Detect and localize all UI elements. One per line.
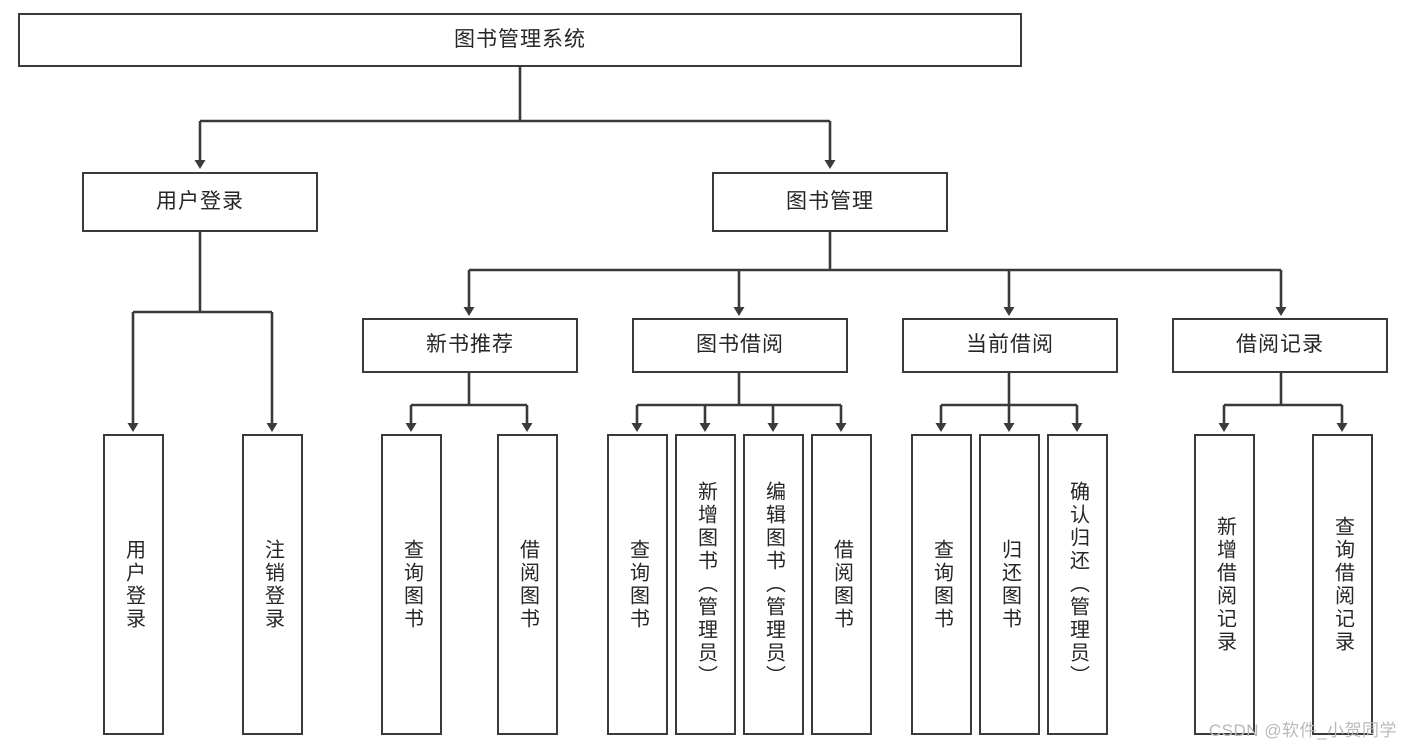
node-leaf-edit-book[interactable]: 编辑图书（管理员）	[743, 434, 804, 735]
node-leaf-user-logout[interactable]: 注销登录	[242, 434, 303, 735]
node-book-borrow-label: 图书借阅	[696, 333, 784, 357]
node-leaf-query-book-3[interactable]: 查询图书	[911, 434, 972, 735]
node-book-manage[interactable]: 图书管理	[712, 172, 948, 232]
node-leaf-borrow-book-1-label: 借阅图书	[516, 538, 539, 631]
node-leaf-add-book-label: 新增图书（管理员）	[694, 481, 717, 688]
node-leaf-query-book-2[interactable]: 查询图书	[607, 434, 668, 735]
node-current-borrow[interactable]: 当前借阅	[902, 318, 1118, 373]
node-leaf-add-book[interactable]: 新增图书（管理员）	[675, 434, 736, 735]
node-new-book-rec-label: 新书推荐	[426, 333, 514, 357]
node-leaf-query-book-3-label: 查询图书	[930, 538, 953, 631]
node-leaf-query-record-label: 查询借阅记录	[1331, 515, 1354, 654]
node-root-label: 图书管理系统	[454, 27, 586, 51]
node-user-login-label: 用户登录	[156, 189, 244, 213]
node-borrow-record-label: 借阅记录	[1236, 333, 1324, 357]
node-leaf-borrow-book-1[interactable]: 借阅图书	[497, 434, 558, 735]
node-book-manage-label: 图书管理	[786, 189, 874, 213]
node-leaf-return-book[interactable]: 归还图书	[979, 434, 1040, 735]
node-leaf-confirm-return[interactable]: 确认归还（管理员）	[1047, 434, 1108, 735]
node-leaf-query-book-2-label: 查询图书	[626, 538, 649, 631]
node-leaf-borrow-book-2[interactable]: 借阅图书	[811, 434, 872, 735]
node-leaf-query-book-1[interactable]: 查询图书	[381, 434, 442, 735]
node-new-book-rec[interactable]: 新书推荐	[362, 318, 578, 373]
node-leaf-query-record[interactable]: 查询借阅记录	[1312, 434, 1373, 735]
node-leaf-return-book-label: 归还图书	[998, 538, 1021, 631]
node-book-borrow[interactable]: 图书借阅	[632, 318, 848, 373]
node-user-login[interactable]: 用户登录	[82, 172, 318, 232]
node-leaf-user-login-label: 用户登录	[122, 538, 145, 631]
node-current-borrow-label: 当前借阅	[966, 333, 1054, 357]
node-leaf-borrow-book-2-label: 借阅图书	[830, 538, 853, 631]
node-leaf-query-book-1-label: 查询图书	[400, 538, 423, 631]
node-leaf-user-login[interactable]: 用户登录	[103, 434, 164, 735]
node-leaf-edit-book-label: 编辑图书（管理员）	[762, 481, 785, 688]
node-borrow-record[interactable]: 借阅记录	[1172, 318, 1388, 373]
node-leaf-add-record[interactable]: 新增借阅记录	[1194, 434, 1255, 735]
node-root[interactable]: 图书管理系统	[18, 13, 1022, 67]
node-leaf-user-logout-label: 注销登录	[261, 538, 284, 631]
node-leaf-add-record-label: 新增借阅记录	[1213, 515, 1236, 654]
node-leaf-confirm-return-label: 确认归还（管理员）	[1066, 481, 1089, 688]
